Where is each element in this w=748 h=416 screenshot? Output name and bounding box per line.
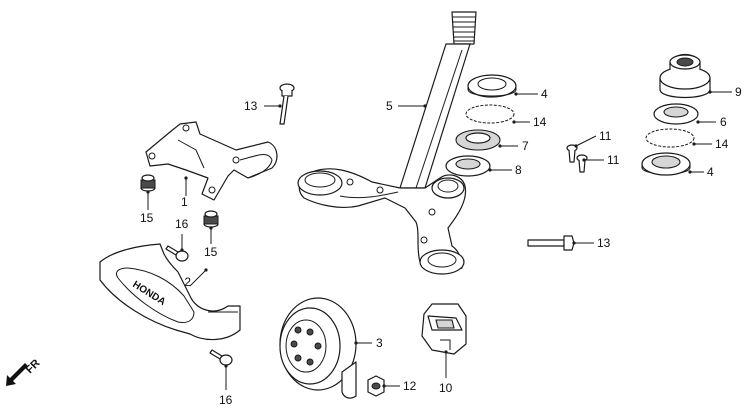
callout-12: 12 (403, 379, 417, 393)
front-label: FR (24, 357, 43, 376)
callout-15-right: 15 (204, 245, 218, 259)
bolt-13-top (279, 83, 295, 125)
callout-1: 1 (181, 195, 188, 209)
bearing-race-7 (455, 129, 501, 151)
bolt-11-b (576, 154, 588, 173)
callout-6: 6 (720, 115, 727, 129)
callout-16-top: 16 (175, 217, 189, 231)
leader-lines (146, 90, 732, 390)
callout-2: 2 (184, 275, 191, 289)
callout-8: 8 (515, 163, 522, 177)
callout-5: 5 (386, 99, 393, 113)
callout-3: 3 (376, 336, 383, 350)
callout-16-bottom: 16 (219, 393, 233, 407)
bolt-16-lower (209, 349, 233, 366)
mounting-bracket (145, 121, 278, 201)
arrow-down-left-icon (6, 363, 28, 386)
callout-13-right: 13 (597, 236, 611, 250)
front-cover: HONDA (99, 243, 241, 341)
callout-9: 9 (735, 85, 742, 99)
dust-seal-8 (445, 155, 491, 177)
callout-14-top: 14 (533, 115, 547, 129)
callout-15-left: 15 (140, 211, 154, 225)
horn (279, 297, 357, 399)
steering-stem (297, 11, 477, 275)
grommet-15-right (203, 210, 219, 228)
bolt-11-a (566, 144, 578, 163)
steel-ball-ring-right (645, 128, 695, 148)
callout-7: 7 (522, 139, 529, 153)
flange-nut (367, 375, 385, 397)
callout-labels: 1 2 3 4 4 5 6 7 8 9 10 11 11 12 13 13 14… (140, 85, 742, 407)
bolt-13-right (527, 235, 575, 251)
callout-4-top: 4 (541, 87, 548, 101)
callout-13-top: 13 (244, 99, 258, 113)
relay-connector (421, 303, 467, 355)
callout-11-bottom: 11 (607, 153, 620, 167)
bearing-race-6 (653, 103, 699, 125)
bearing-race-bottom (641, 152, 691, 176)
callout-4-bottom: 4 (707, 165, 714, 179)
grommet-15-left (140, 174, 156, 192)
front-direction-indicator: FR (6, 357, 43, 386)
steel-ball-ring (465, 104, 515, 124)
bolt-16-upper (165, 245, 189, 262)
callout-10: 10 (439, 381, 453, 395)
bearing-race-top (467, 74, 517, 98)
callout-11-top: 11 (599, 129, 612, 143)
stem-nut (659, 53, 711, 99)
callout-14-right: 14 (715, 137, 729, 151)
